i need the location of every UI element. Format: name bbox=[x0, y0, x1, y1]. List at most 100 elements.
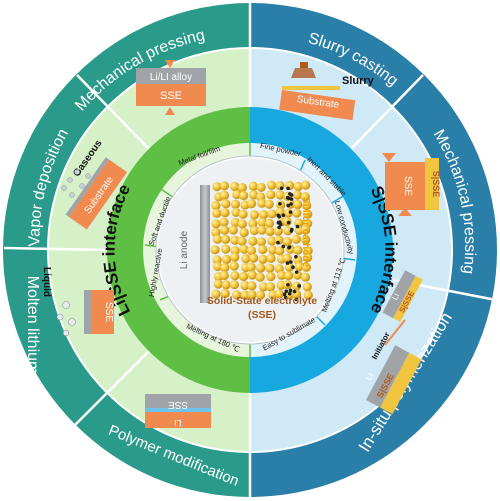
sse-particle bbox=[230, 252, 240, 262]
sse-particle bbox=[303, 290, 313, 300]
sse-particle bbox=[237, 183, 247, 193]
svg-text:Li/LI alloy: Li/LI alloy bbox=[150, 72, 192, 83]
sse-particle bbox=[303, 246, 313, 256]
carbon-particle bbox=[294, 297, 299, 302]
sse-particle bbox=[258, 282, 269, 292]
sse-particle bbox=[274, 289, 284, 299]
carbon-particle bbox=[292, 289, 297, 294]
carbon-particle bbox=[291, 265, 295, 270]
li-anode-label: Li anode bbox=[179, 230, 190, 269]
svg-text:S|SSE: S|SSE bbox=[431, 171, 441, 198]
carbon-particle bbox=[286, 282, 290, 287]
carbon-particle bbox=[290, 227, 294, 232]
sse-particle bbox=[232, 290, 242, 300]
sse-particle bbox=[301, 262, 311, 272]
sse-particle bbox=[211, 289, 221, 299]
sse-particle bbox=[221, 280, 231, 290]
carbon-particle bbox=[289, 260, 293, 264]
sse-particle bbox=[255, 290, 266, 300]
carbon-particle bbox=[289, 197, 294, 201]
carbon-particle bbox=[282, 292, 287, 297]
sse-particle bbox=[303, 209, 313, 219]
sse-particle bbox=[246, 246, 257, 256]
sse-particle bbox=[237, 219, 247, 229]
carbon-particle bbox=[289, 193, 294, 197]
sse-particle bbox=[249, 225, 259, 236]
svg-text:Li: Li bbox=[174, 418, 181, 428]
sse-particle bbox=[267, 236, 277, 246]
sse-particle bbox=[247, 270, 257, 280]
sse-particle bbox=[212, 234, 223, 244]
sse-particle bbox=[257, 217, 267, 228]
sse-particle bbox=[301, 225, 311, 235]
sse-particle bbox=[265, 226, 275, 237]
sse-particle bbox=[259, 209, 269, 220]
sse-particle bbox=[284, 262, 294, 272]
svg-text:SSE: SSE bbox=[168, 399, 188, 410]
sse-particle bbox=[283, 226, 293, 236]
sse-particle bbox=[247, 281, 257, 291]
carbon-particle bbox=[276, 240, 280, 245]
core: Li anode Sulfur cathode Solid-State elec… bbox=[155, 155, 345, 345]
carbon-particle bbox=[285, 261, 290, 265]
sse-particle bbox=[249, 190, 259, 200]
sse-particle bbox=[213, 261, 223, 272]
sse-particle bbox=[228, 225, 238, 235]
sse-particle bbox=[246, 262, 256, 272]
sulfur-cathode-label: Sulfur cathode bbox=[300, 197, 311, 267]
carbon-particle bbox=[277, 214, 282, 219]
sse-particle bbox=[282, 216, 292, 227]
sse-particle bbox=[255, 272, 265, 282]
carbon-particle bbox=[286, 186, 290, 191]
sse-particle bbox=[221, 234, 231, 244]
carbon-particle bbox=[287, 291, 292, 296]
sse-particle bbox=[267, 180, 277, 190]
method-molten-lithium: Molten lithium bbox=[24, 276, 41, 375]
carbon-particle bbox=[284, 289, 289, 294]
sse-particle bbox=[264, 199, 274, 209]
sse-particle bbox=[266, 190, 276, 200]
carbon-particle bbox=[286, 220, 291, 225]
sse-particle bbox=[282, 237, 292, 247]
svg-text:Li: Li bbox=[390, 292, 401, 302]
sse-particle bbox=[266, 253, 276, 263]
sse-particle bbox=[210, 245, 220, 255]
sse-particle bbox=[293, 199, 303, 210]
sse-particle bbox=[221, 254, 232, 265]
sse-particle bbox=[220, 208, 230, 218]
svg-text:Li: Li bbox=[363, 371, 375, 382]
carbon-particle bbox=[297, 284, 301, 288]
sse-particle bbox=[230, 246, 240, 256]
sse-particle bbox=[221, 199, 231, 209]
sse-particle bbox=[230, 271, 240, 281]
sse-particle bbox=[212, 208, 222, 218]
sse-particle bbox=[248, 181, 258, 191]
sse-particle bbox=[293, 181, 303, 192]
sse-label-line2: (SSE) bbox=[248, 309, 276, 321]
carbon-particle bbox=[278, 202, 282, 206]
sse-particle bbox=[291, 234, 301, 244]
svg-text:Liquid: Liquid bbox=[41, 267, 52, 297]
sse-particle bbox=[230, 235, 240, 245]
sse-particle bbox=[265, 282, 276, 292]
sse-particle bbox=[256, 182, 266, 192]
sse-particle bbox=[239, 191, 249, 201]
carbon-particle bbox=[281, 213, 286, 218]
sse-particle bbox=[230, 217, 240, 227]
sse-particle bbox=[240, 290, 250, 300]
sse-particle bbox=[211, 219, 221, 229]
illustration-mechanical-pressing-left: Li/LI alloy SSE bbox=[136, 60, 206, 115]
carbon-particle bbox=[294, 254, 298, 259]
sse-particle bbox=[273, 226, 283, 236]
sse-particle bbox=[229, 261, 239, 271]
sse-particle bbox=[229, 280, 239, 290]
carbon-particle bbox=[289, 202, 293, 206]
sse-particle bbox=[277, 270, 287, 280]
sse-particle bbox=[212, 182, 222, 192]
sse-particle bbox=[257, 225, 267, 235]
sse-particle bbox=[282, 253, 292, 263]
sse-particle bbox=[230, 199, 241, 209]
sse-particle bbox=[248, 236, 258, 246]
sse-particle bbox=[268, 245, 278, 255]
sse-particle bbox=[291, 281, 302, 291]
